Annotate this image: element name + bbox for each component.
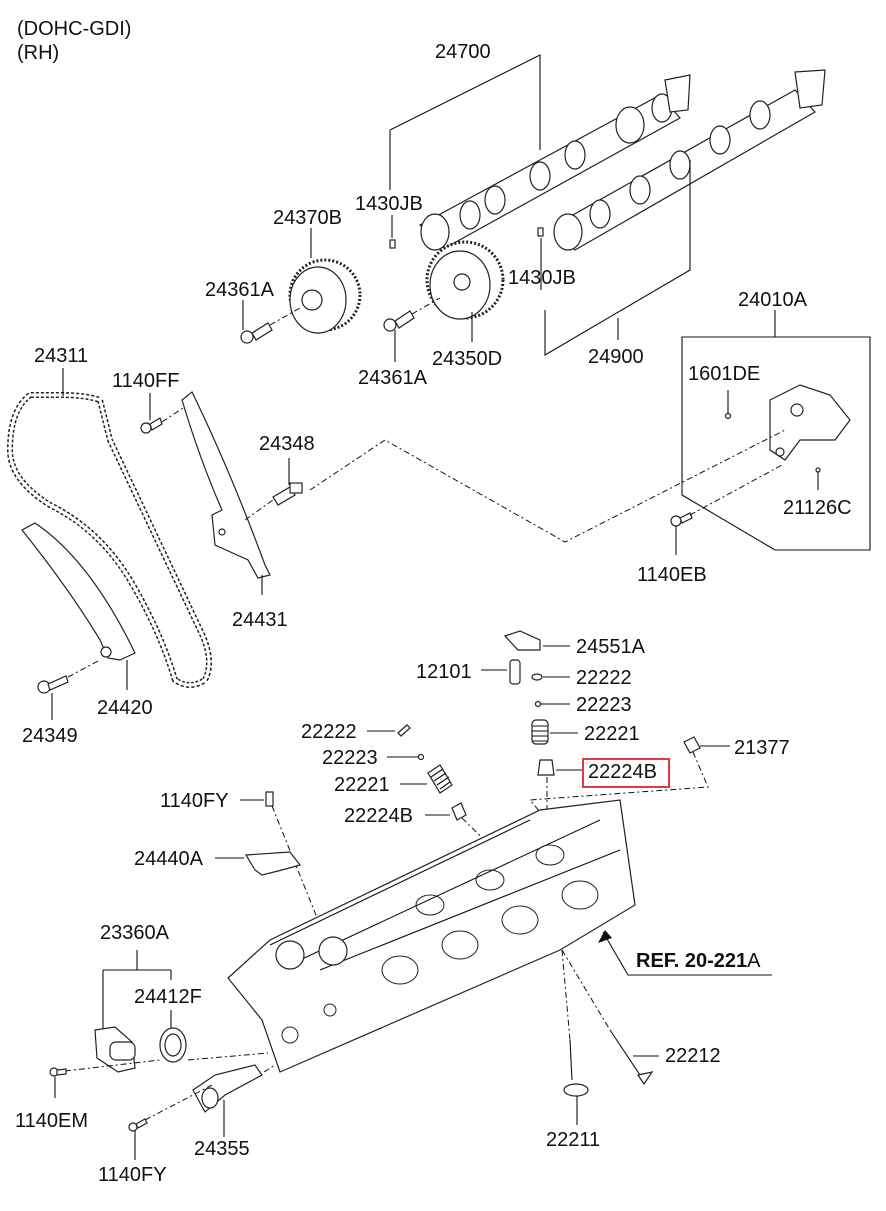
part-label-24440a[interactable]: 24440A	[134, 848, 203, 870]
valve-spring-22221-upper-drawing	[531, 719, 549, 745]
part-label-1140fy[interactable]: 1140FY	[98, 1164, 167, 1186]
part-label-21377[interactable]: 21377	[734, 737, 790, 759]
part-label-12101[interactable]: 12101	[416, 661, 472, 683]
part-label-24370b[interactable]: 24370B	[273, 207, 342, 229]
pivot-bolt-24348-drawing	[272, 482, 303, 506]
part-label-22221[interactable]: 22221	[584, 723, 640, 745]
valve-22211-drawing	[563, 1039, 589, 1097]
part-label-24900[interactable]: 24900	[588, 346, 644, 368]
part-label-1601de[interactable]: 1601DE	[688, 363, 761, 385]
part-label-24361a[interactable]: 24361A	[205, 279, 274, 301]
cylinder-head-drawing	[227, 799, 636, 1073]
part-label-22211[interactable]: 22211	[546, 1129, 601, 1151]
part-label-24350d[interactable]: 24350D	[432, 348, 503, 370]
bracket-24010a-drawing	[769, 384, 851, 461]
part-label-22222[interactable]: 22222	[576, 667, 632, 689]
part-label-24349[interactable]: 24349	[22, 725, 78, 747]
part-label-24010a[interactable]: 24010A	[738, 289, 807, 311]
camshaft-24700-drawing	[418, 74, 691, 251]
part-label-1430jb[interactable]: 1430JB	[508, 267, 576, 289]
part-label-24311[interactable]: 24311	[34, 345, 89, 367]
part-label-1140ff[interactable]: 1140FF	[112, 370, 180, 392]
part-label-24551a[interactable]: 24551A	[576, 636, 645, 658]
part-label-22221[interactable]: 22221	[334, 774, 390, 796]
lash-adjuster-12101-drawing	[509, 659, 521, 685]
timing-chain-24311-drawing	[6, 392, 212, 688]
sprocket-24350d-drawing	[425, 240, 505, 320]
rocker-arm-24551a-drawing	[503, 630, 541, 651]
part-label-22222[interactable]: 22222	[301, 721, 357, 743]
part-label-1140em[interactable]: 1140EM	[15, 1110, 89, 1132]
part-label-24700[interactable]: 24700	[435, 41, 491, 63]
valve-seal-22224b-upper-drawing	[537, 759, 555, 776]
part-label-22223[interactable]: 22223	[576, 694, 632, 716]
part-label-24431[interactable]: 24431	[232, 609, 288, 631]
reference-prefix: REF. 20-221	[636, 950, 748, 972]
gasket-24412f-drawing	[159, 1027, 187, 1063]
part-label-24412f[interactable]: 24412F	[134, 986, 202, 1008]
highlight-box	[582, 758, 670, 788]
oil-control-valve-24355-drawing	[192, 1064, 263, 1113]
ocv-23360a-drawing	[94, 1026, 136, 1073]
sprocket-24370b-drawing	[288, 258, 362, 334]
part-label-1140fy[interactable]: 1140FY	[160, 790, 229, 812]
chain-guide-24431-drawing	[181, 391, 271, 579]
reference-suffix: A	[747, 950, 761, 972]
part-label-23360a[interactable]: 23360A	[100, 922, 169, 944]
reference-link[interactable]: REF. 20-221A	[636, 950, 761, 973]
tensioner-arm-24420-drawing	[21, 522, 136, 661]
engine-type-label: (DOHC-GDI)	[17, 18, 132, 40]
bolt-24361a-left-drawing	[240, 322, 273, 344]
part-label-24355[interactable]: 24355	[194, 1138, 250, 1160]
part-label-22224b[interactable]: 22224B	[344, 805, 413, 827]
side-label: (RH)	[17, 42, 60, 64]
part-label-22212[interactable]: 22212	[665, 1045, 721, 1067]
valve-spring-22221-lower-drawing	[427, 764, 453, 794]
bolt-24361a-right-drawing	[383, 310, 415, 332]
part-label-22224b-highlighted[interactable]: 22224B	[588, 761, 657, 783]
part-label-21126c[interactable]: 21126C	[783, 497, 852, 519]
valve-22212-drawing	[609, 1029, 654, 1086]
part-label-1140eb[interactable]: 1140EB	[637, 564, 707, 586]
part-label-24420[interactable]: 24420	[97, 697, 153, 719]
part-label-24361a[interactable]: 24361A	[358, 367, 427, 389]
part-label-24348[interactable]: 24348	[259, 433, 315, 455]
part-label-1430jb[interactable]: 1430JB	[355, 193, 423, 215]
part-label-22223[interactable]: 22223	[322, 747, 378, 769]
